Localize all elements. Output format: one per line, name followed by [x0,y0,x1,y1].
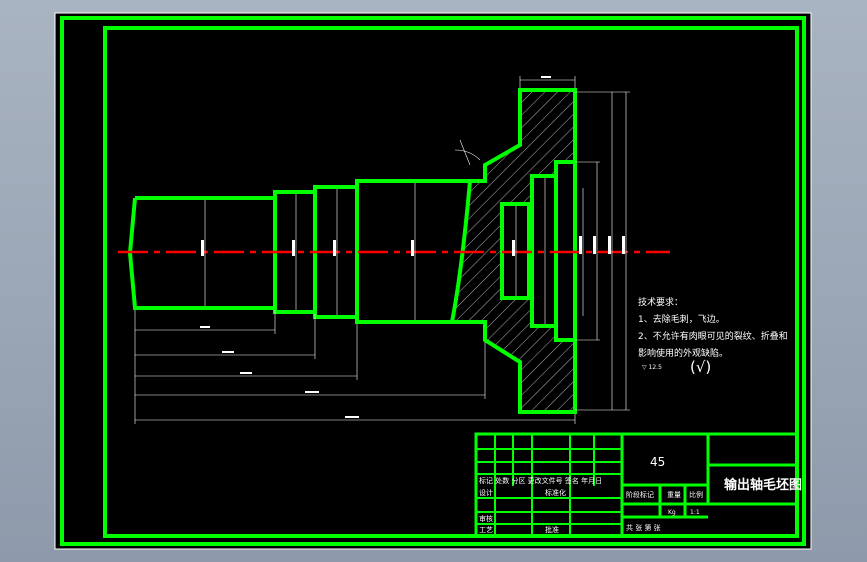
design-label: 设计 [479,488,493,497]
approve-label: 批准 [545,525,559,534]
diameter-dimensions [204,91,630,411]
revision-header: 标记 处数 分区 更改文件号 签名 年月日 [479,476,602,485]
tech-line-1: 1、去除毛刺，飞边。 [638,313,725,325]
stage-mark-label: 阶段标记 [626,490,654,499]
title-block [474,432,799,538]
standardize-label: 标准化 [545,488,566,497]
length-dimensions [134,76,576,424]
process-label: 工艺 [479,526,493,534]
roughness-symbol: ▽ 12.5 [642,364,662,371]
tech-heading: 技术要求： [638,296,683,308]
length-value-marks [200,76,551,418]
sheets-label: 共 张 第 张 [626,523,661,532]
ratio-label: 比例 [689,490,703,499]
tech-line-3: 影响使用的外观缺陷。 [638,347,728,359]
title-block-text: 45 输出轴毛坯图 标记 处数 分区 更改文件号 签名 年月日 设计 标准化 阶… [479,455,802,534]
drawing-title: 输出轴毛坯图 [724,477,802,493]
scale-value: 1:1 [690,509,700,516]
drawing-sheet [54,12,812,550]
tech-line-2: 2、不允许有肉眼可见的裂纹、折叠和 [638,330,788,342]
inner-frame [103,26,799,538]
weight-unit: Kg [668,509,676,516]
review-label: 审核 [479,514,493,523]
shaft-step-1 [127,196,277,310]
diameter-value-marks [201,236,625,256]
tech-requirements: 技术要求： 1、去除毛刺，飞边。 2、不允许有肉眼可见的裂纹、折叠和 影响使用的… [638,296,788,376]
revision-grid [476,434,622,536]
outer-border [60,16,806,546]
material-label: 45 [650,455,665,469]
weight-label: 重量 [667,491,681,499]
check-mark: (√) [690,358,711,376]
